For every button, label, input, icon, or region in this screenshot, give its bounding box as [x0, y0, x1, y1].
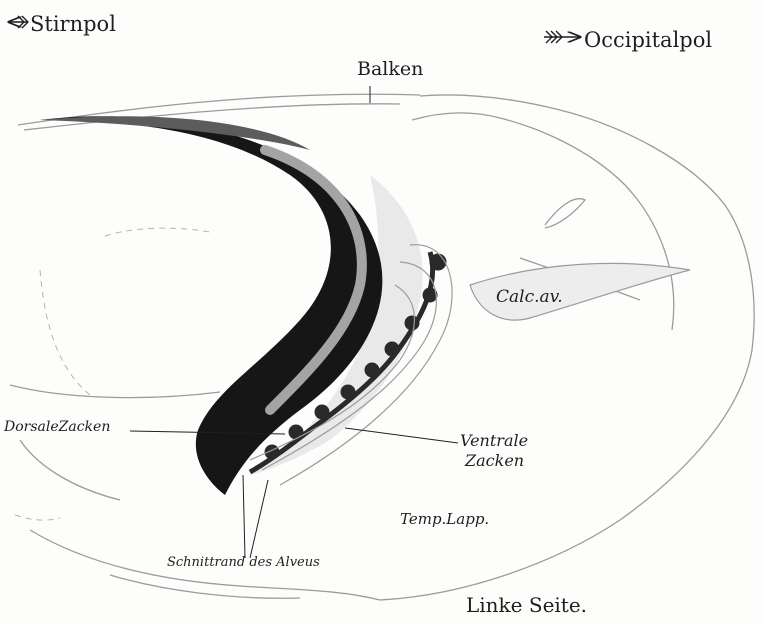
- ventrale-zacken-label-line1: Ventrale: [460, 433, 528, 449]
- schnittrand-label: Schnittrand des Alveus: [167, 556, 320, 569]
- ventrale-zacken-label-line2: Zacken: [465, 453, 524, 469]
- stirnpol-arrow-icon: [9, 16, 28, 28]
- occipitalpol-arrow-icon: [544, 31, 580, 43]
- internal-dashed-contours: [15, 228, 210, 520]
- occipitalpol-label: Occipitalpol: [584, 30, 712, 51]
- calc-av-label: Calc.av.: [496, 289, 563, 306]
- dorsale-zacken-label: DorsaleZacken: [4, 420, 110, 434]
- temp-lapp-label: Temp.Lapp.: [400, 512, 489, 527]
- balken-label: Balken: [357, 60, 423, 79]
- stirnpol-label: Stirnpol: [30, 14, 116, 35]
- linke-seite-label: Linke Seite.: [466, 595, 587, 615]
